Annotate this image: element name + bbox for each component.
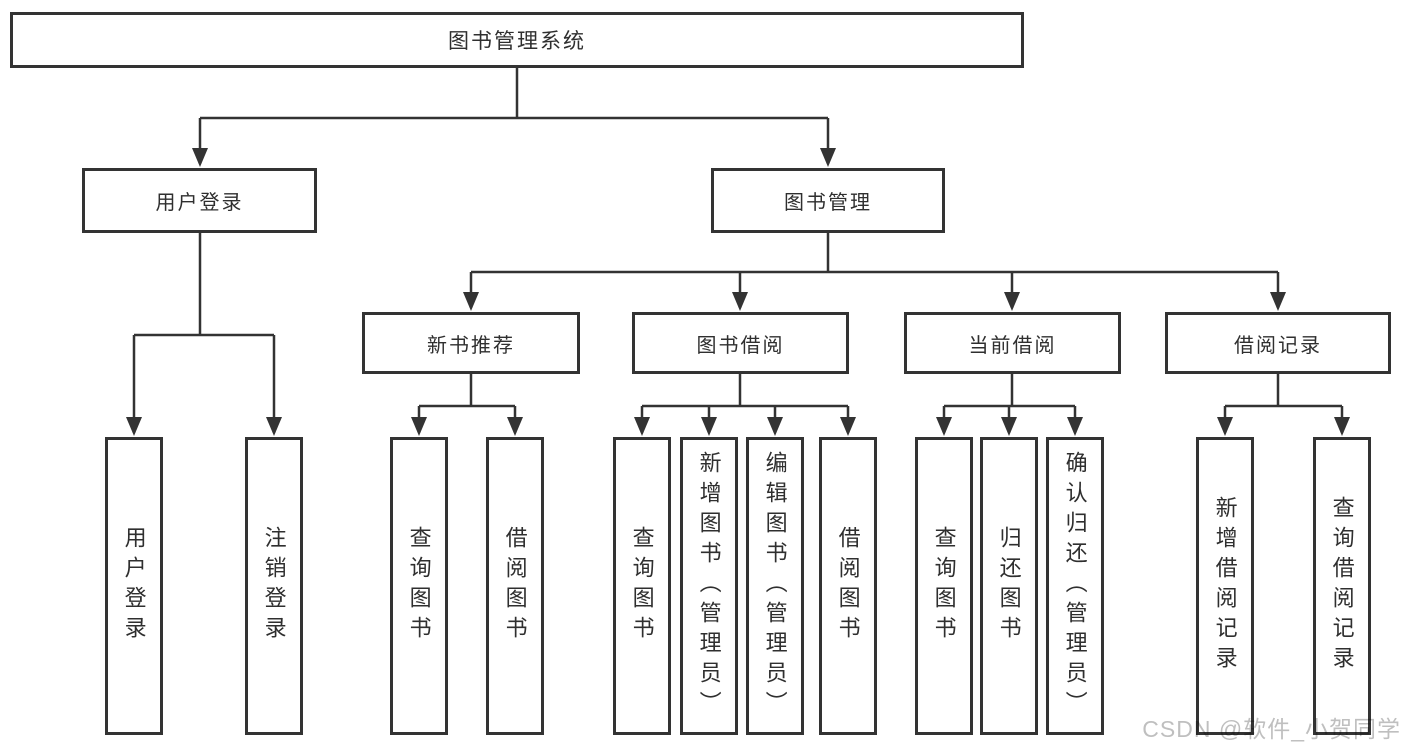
leaf-add-borrow-record-label: 新增借阅记录 xyxy=(1212,496,1238,676)
leaf-edit-book-admin: 编辑图书（管理员） xyxy=(746,437,804,735)
node-book-management-label: 图书管理 xyxy=(784,192,872,214)
leaf-borrow-books-borrow: 借阅图书 xyxy=(819,437,877,735)
leaf-query-books-recommend: 查询图书 xyxy=(390,437,448,735)
node-root-label: 图书管理系统 xyxy=(448,30,586,53)
node-borrow-records-label: 借阅记录 xyxy=(1234,334,1322,357)
leaf-return-books: 归还图书 xyxy=(980,437,1038,735)
node-root: 图书管理系统 xyxy=(10,12,1024,68)
leaf-query-books-borrow-label: 查询图书 xyxy=(629,526,655,646)
leaf-query-borrow-record: 查询借阅记录 xyxy=(1313,437,1371,735)
node-new-book-recommend-label: 新书推荐 xyxy=(427,334,515,357)
node-new-book-recommend: 新书推荐 xyxy=(362,312,580,374)
leaf-logout-label: 注销登录 xyxy=(261,526,287,646)
node-user-login: 用户登录 xyxy=(82,168,317,233)
leaf-query-books-current-label: 查询图书 xyxy=(931,526,957,646)
leaf-query-borrow-record-label: 查询借阅记录 xyxy=(1329,496,1355,676)
leaf-user-login-label: 用户登录 xyxy=(121,526,147,646)
node-book-management: 图书管理 xyxy=(711,168,945,233)
leaf-add-book-admin: 新增图书（管理员） xyxy=(680,437,738,735)
leaf-add-borrow-record: 新增借阅记录 xyxy=(1196,437,1254,735)
node-user-login-label: 用户登录 xyxy=(155,192,244,214)
leaf-query-books-borrow: 查询图书 xyxy=(613,437,671,735)
leaf-add-book-admin-label: 新增图书（管理员） xyxy=(696,451,722,721)
leaf-user-login: 用户登录 xyxy=(105,437,163,735)
node-current-borrow-label: 当前借阅 xyxy=(968,334,1057,357)
leaf-edit-book-admin-label: 编辑图书（管理员） xyxy=(762,451,788,721)
node-book-borrow-label: 图书借阅 xyxy=(696,334,785,357)
node-borrow-records: 借阅记录 xyxy=(1165,312,1391,374)
leaf-borrow-books-recommend-label: 借阅图书 xyxy=(502,526,528,646)
watermark: CSDN @软件_小贺同学 xyxy=(1142,716,1401,742)
leaf-borrow-books-borrow-label: 借阅图书 xyxy=(835,526,861,646)
leaf-query-books-recommend-label: 查询图书 xyxy=(406,526,432,646)
leaf-confirm-return-admin-label: 确认归还（管理员） xyxy=(1062,451,1088,721)
leaf-return-books-label: 归还图书 xyxy=(996,526,1022,646)
node-current-borrow: 当前借阅 xyxy=(904,312,1121,374)
leaf-confirm-return-admin: 确认归还（管理员） xyxy=(1046,437,1104,735)
leaf-logout: 注销登录 xyxy=(245,437,303,735)
leaf-borrow-books-recommend: 借阅图书 xyxy=(486,437,544,735)
node-book-borrow: 图书借阅 xyxy=(632,312,849,374)
leaf-query-books-current: 查询图书 xyxy=(915,437,973,735)
